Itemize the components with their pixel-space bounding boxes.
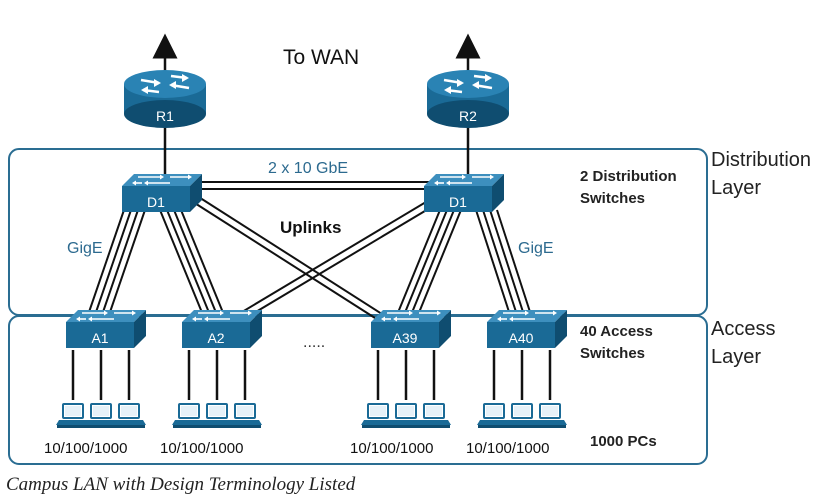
gige-right-label: GigE [518,240,554,257]
pc-icon [227,403,263,429]
access-switch-a1-label: A1 [91,330,108,346]
pc-group-4-speed: 10/100/1000 [466,440,550,457]
access-switch-a2-label: A2 [207,330,224,346]
pc-count-label: 1000 PCs [590,433,657,450]
wan-label: To WAN [283,46,360,69]
pc-group-4 [476,403,568,429]
access-count-line2: Switches [580,345,646,362]
distribution-layer-label: Distribution Layer [711,146,811,202]
distribution-layer-line2: Layer [711,177,762,199]
access-switch-a39-label: A39 [393,330,418,346]
pc-group-1-speed: 10/100/1000 [44,440,128,457]
distribution-count-line1: 2 Distribution [580,168,677,185]
pc-group-1 [55,403,147,429]
pc-icon [532,403,568,429]
access-ellipsis: ..... [303,334,326,351]
access-switch-a2: A2 [181,309,263,349]
router-r2-label: R2 [459,108,477,124]
access-layer-label: Access Layer [711,315,775,371]
distribution-interlink [202,181,430,190]
distribution-count-label: 2 Distribution Switches [580,166,677,210]
distribution-count-line2: Switches [580,190,646,207]
distribution-switch-right-label: D1 [449,194,467,210]
pc-icon [416,403,452,429]
access-switch-a40: A40 [486,309,568,349]
pc-drops [71,350,552,400]
router-r1: R1 [122,68,208,130]
pc-icon [111,403,147,429]
access-switch-a1: A1 [65,309,147,349]
pc-group-2-speed: 10/100/1000 [160,440,244,457]
distribution-layer-line1: Distribution [711,149,812,171]
access-layer-frame [8,315,708,465]
router-r2: R2 [425,68,511,130]
access-layer-line2: Layer [711,346,762,368]
uplinks [87,193,532,323]
distribution-switch-right: D1 [423,173,505,213]
access-count-line1: 40 Access [580,323,653,340]
access-switch-a40-label: A40 [509,330,534,346]
distribution-switch-left: D1 [121,173,203,213]
distribution-switch-left-label: D1 [147,194,165,210]
access-switch-a39: A39 [370,309,452,349]
access-layer-line1: Access [711,318,776,340]
access-count-label: 40 Access Switches [580,321,653,365]
figure-caption: Campus LAN with Design Terminology Liste… [6,474,356,495]
pc-group-2 [171,403,263,429]
pc-group-3 [360,403,452,429]
interlink-label: 2 x 10 GbE [268,160,349,177]
uplinks-label: Uplinks [280,218,342,237]
pc-group-3-speed: 10/100/1000 [350,440,434,457]
router-r1-label: R1 [156,108,174,124]
gige-left-label: GigE [67,240,103,257]
